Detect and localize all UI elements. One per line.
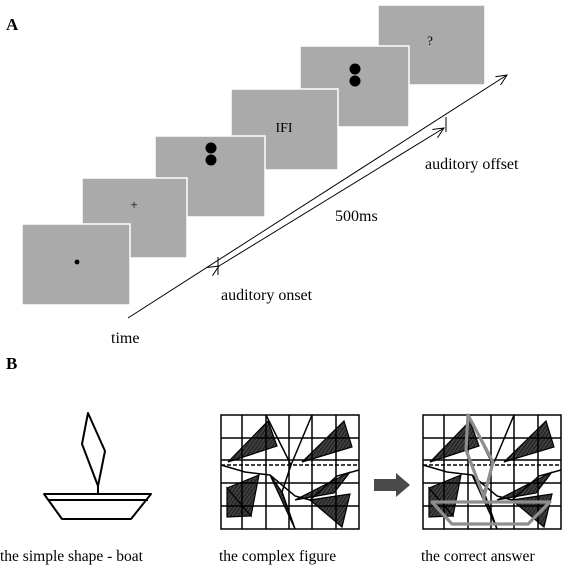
boat-shape	[43, 412, 152, 520]
ifi-label: IFI	[275, 121, 292, 136]
auditory-onset-label: auditory onset	[221, 287, 313, 304]
flash-dot-upper	[205, 142, 217, 154]
boat-highlight	[430, 413, 552, 526]
question-mark: ?	[427, 33, 433, 48]
complex-grid	[220, 414, 360, 530]
time-label: time	[111, 330, 139, 347]
boat-sail	[81, 412, 106, 487]
fixation-cross: +	[130, 197, 137, 212]
caption-correct-answer: the correct answer	[421, 548, 535, 565]
flash-dot-lower	[205, 154, 217, 166]
auditory-offset-label: auditory offset	[425, 156, 519, 173]
frame-dot-screen	[21, 223, 131, 306]
boat-hull	[43, 493, 152, 520]
complex-hatched-regions	[226, 419, 353, 530]
complex-figure	[220, 414, 360, 530]
right-arrow-icon	[374, 473, 410, 497]
duration-arrow	[219, 128, 444, 266]
caption-simple-shape: the simple shape - boat	[0, 548, 144, 565]
panel-b-label: B	[6, 354, 17, 373]
flash-dot-lower	[349, 75, 361, 87]
frame-fixation-dot	[21, 223, 131, 306]
answer-grid	[422, 414, 562, 530]
flash-dot-upper	[349, 63, 361, 75]
panel-a-label: A	[6, 15, 19, 34]
caption-complex-figure: the complex figure	[219, 548, 336, 565]
duration-label: 500ms	[335, 208, 378, 225]
fixation-dot	[74, 259, 80, 265]
answer-figure	[422, 413, 562, 530]
